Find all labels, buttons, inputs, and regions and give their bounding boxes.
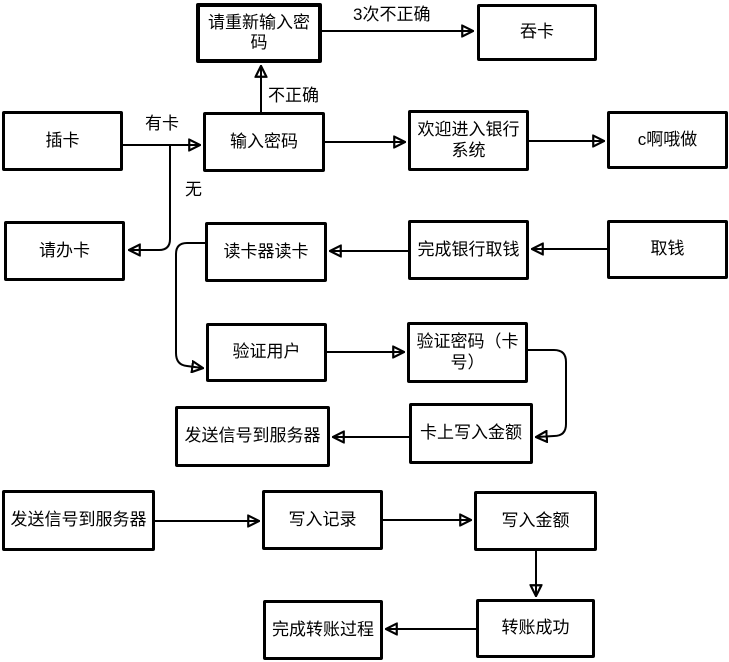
node-label: 读卡器读卡 — [223, 241, 309, 261]
node-label: 写入金额 — [501, 510, 570, 530]
edge-nocard-to-applycard — [130, 146, 171, 250]
node-label: 请重新输入密码 — [208, 12, 310, 52]
edge-cardreader-to-verifyuser — [175, 242, 205, 368]
node-verify-password[interactable]: 验证密码（卡号） — [407, 322, 528, 383]
node-label: 验证用户 — [232, 342, 301, 362]
node-insert-card[interactable]: 插卡 — [2, 111, 123, 171]
node-label: c啊哦做 — [637, 129, 698, 149]
node-write-record[interactable]: 写入记录 — [262, 490, 383, 550]
edge-label-has-card: 有卡 — [144, 114, 180, 134]
node-label: 卡上写入金额 — [420, 423, 522, 443]
node-c-a-o-zuo[interactable]: c啊哦做 — [607, 111, 728, 169]
node-swallow-card[interactable]: 吞卡 — [477, 4, 597, 61]
node-label: 发送信号到服务器 — [10, 510, 147, 530]
node-enter-password[interactable]: 输入密码 — [203, 112, 325, 172]
node-finish-withdraw[interactable]: 完成银行取钱 — [408, 220, 529, 280]
node-send-signal-upper[interactable]: 发送信号到服务器 — [175, 406, 330, 467]
node-label: 插卡 — [45, 130, 80, 150]
node-label: 欢迎进入银行系统 — [417, 120, 520, 160]
edge-label-three-times-wrong: 3次不正确 — [352, 5, 432, 25]
node-reenter-password[interactable]: 请重新输入密码 — [196, 3, 322, 63]
node-send-signal-lower[interactable]: 发送信号到服务器 — [2, 490, 155, 551]
node-welcome-bank[interactable]: 欢迎进入银行系统 — [408, 110, 529, 171]
node-finish-transfer[interactable]: 完成转账过程 — [263, 600, 383, 660]
node-label: 完成银行取钱 — [417, 239, 520, 259]
node-transfer-success[interactable]: 转账成功 — [476, 599, 595, 658]
node-withdraw[interactable]: 取钱 — [607, 220, 728, 279]
node-write-amount[interactable]: 写入金额 — [474, 491, 597, 551]
node-label: 验证密码（卡号） — [416, 332, 519, 372]
node-write-amount-card[interactable]: 卡上写入金额 — [409, 403, 533, 464]
edge-label-no-card: 无 — [184, 180, 203, 200]
node-label: 完成转账过程 — [272, 619, 374, 639]
node-apply-card[interactable]: 请办卡 — [4, 221, 125, 281]
edge-label-incorrect: 不正确 — [267, 86, 320, 106]
node-label: 写入记录 — [288, 509, 357, 529]
node-label: 吞卡 — [520, 22, 554, 42]
node-label: 请办卡 — [39, 240, 90, 260]
node-label: 取钱 — [650, 239, 685, 259]
node-verify-user[interactable]: 验证用户 — [206, 323, 327, 382]
node-label: 转账成功 — [501, 618, 570, 638]
edge-verifypwd-to-cardamount — [528, 349, 567, 437]
node-card-reader[interactable]: 读卡器读卡 — [205, 222, 327, 282]
node-label: 输入密码 — [230, 131, 298, 151]
node-label: 发送信号到服务器 — [184, 426, 321, 446]
